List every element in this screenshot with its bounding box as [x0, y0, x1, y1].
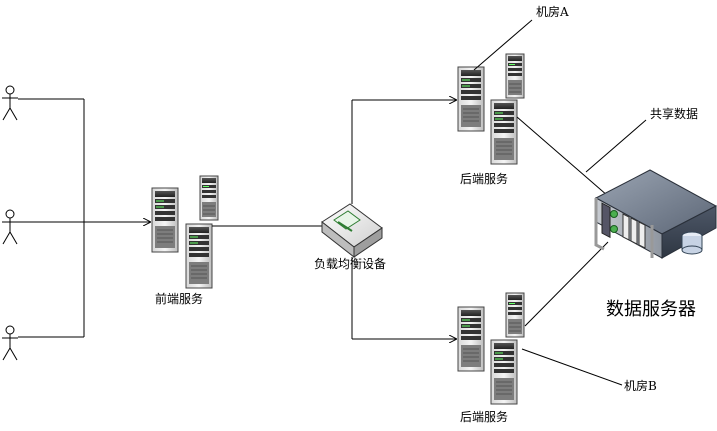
room-a-label: 机房A: [536, 4, 569, 19]
router-icon: [321, 203, 383, 259]
server-tower-icon: [185, 223, 213, 289]
server-tower-icon: [151, 187, 179, 253]
data-server-label: 数据服务器: [606, 299, 696, 320]
server-tower-icon: [457, 66, 485, 132]
frontend-label: 前端服务: [155, 291, 203, 306]
user-2-icon: [1, 209, 19, 245]
server-tower-icon: [490, 99, 518, 165]
server-tower-icon: [457, 306, 485, 372]
load-balancer-label: 负载均衡设备: [314, 257, 386, 271]
server-tower-icon: [505, 53, 525, 99]
frontend-server-group: [151, 175, 219, 289]
server-tower-icon: [490, 339, 518, 405]
storage-server-icon: [594, 169, 717, 259]
backend-bottom-label: 后端服务: [460, 409, 508, 424]
room-b-callout-line: [521, 348, 623, 386]
backend-top-server-group: [457, 53, 525, 165]
room-b-label: 机房B: [624, 378, 657, 393]
lb-backend-links: [351, 100, 456, 339]
room-a-callout-line: [473, 19, 533, 71]
user-connector-lines: [18, 98, 150, 338]
server-tower-icon: [505, 292, 525, 338]
user-1-icon: [1, 85, 19, 121]
backend-bottom-server-group: [457, 292, 525, 405]
server-tower-icon: [199, 175, 219, 221]
backend-top-label: 后端服务: [460, 171, 508, 186]
shared-data-callout-line: [585, 119, 647, 173]
backend-data-links: [516, 116, 609, 327]
shared-data-label: 共享数据: [650, 106, 698, 121]
user-3-icon: [1, 325, 19, 361]
